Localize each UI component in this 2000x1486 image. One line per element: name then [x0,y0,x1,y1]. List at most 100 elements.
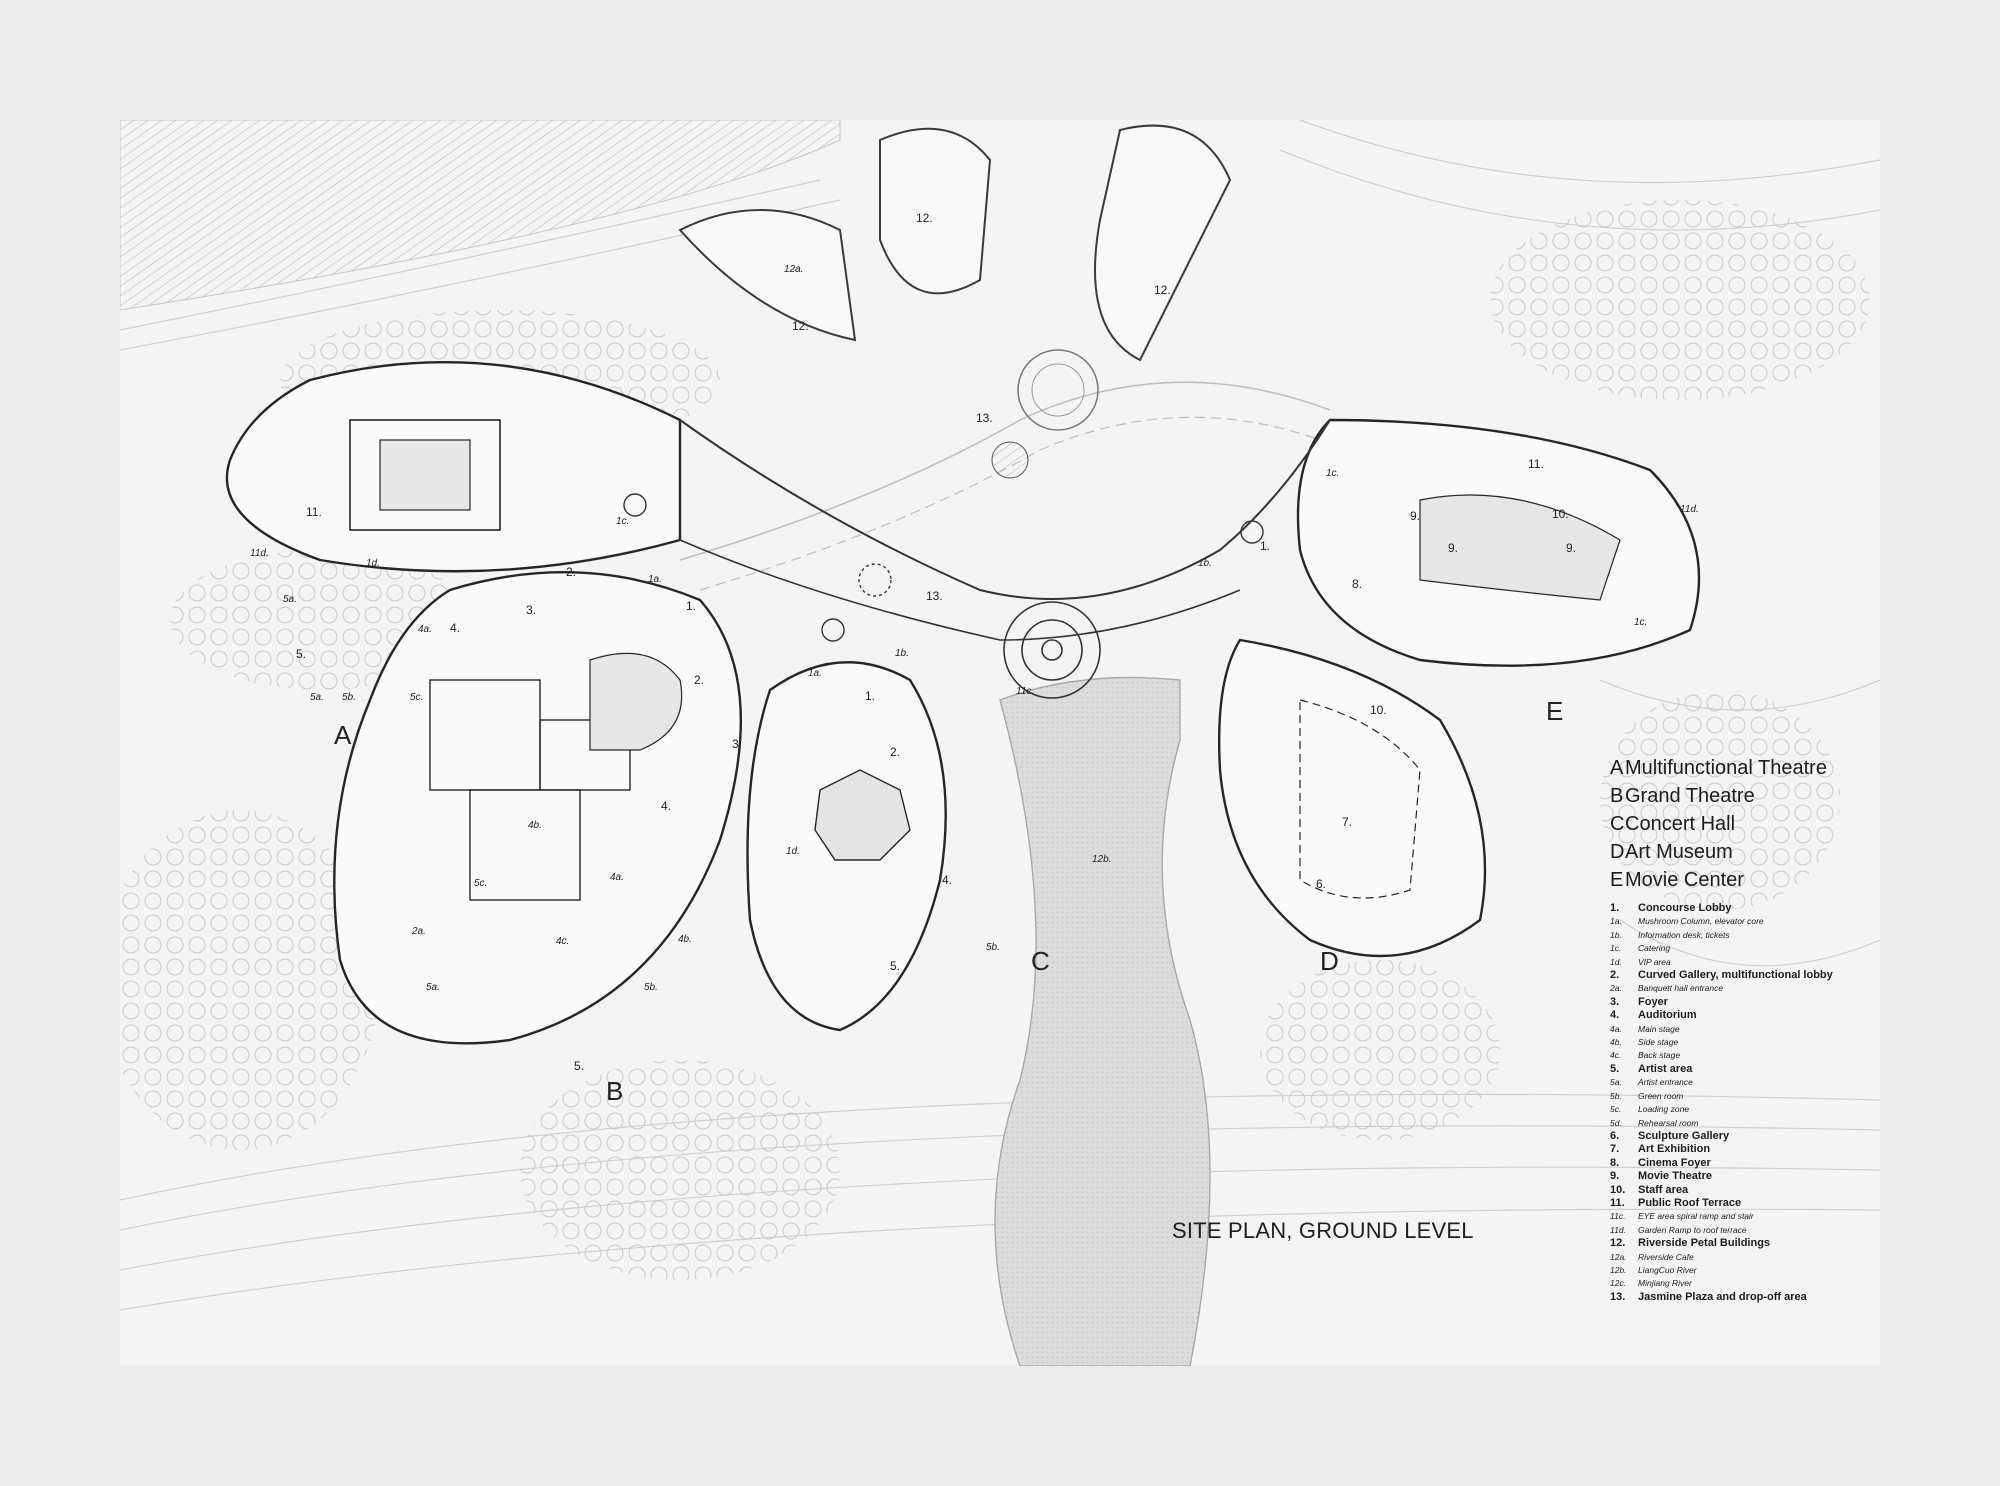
label-n4: 4. [661,799,671,813]
label-n1b: 1b. [895,648,909,659]
label-n2a: 2a. [411,926,426,937]
label-n10: 10. [1370,703,1387,717]
legend-key-text: Rehearsal room [1638,1117,1699,1128]
label-n13: 13. [976,411,993,425]
legend-key-text: Movie Theatre [1638,1170,1712,1183]
legend-key-code: 1c. [1610,943,1622,954]
legend-key-text: Sculpture Gallery [1638,1129,1730,1142]
legend-key-code: 12c. [1610,1278,1627,1289]
label-n5a: 5a. [283,594,297,605]
building-legend-name: Concert Hall [1625,813,1736,835]
legend-key-code: 12a. [1610,1251,1627,1262]
legend-key-code: 1. [1610,902,1620,914]
building-legend-letter: A [1610,757,1624,779]
label-n12: 12. [916,211,933,225]
building-c-concert-hall [746,661,947,1032]
building-legend-letter: D [1610,841,1625,863]
mushroom-columns [623,493,1264,642]
label-n12: 12. [1154,283,1171,297]
legend-key-code: 4. [1610,1009,1620,1022]
legend-key-code: 11c. [1610,1211,1626,1222]
label-n5b: 5b. [342,692,356,703]
label-n1: 1. [865,689,875,703]
legend-key-text: Concourse Lobby [1638,902,1732,914]
label-n12a: 12a. [784,264,803,275]
legend-key-code: 12. [1610,1237,1626,1250]
label-n9: 9. [1566,541,1576,555]
label-n11c: 11c. [1016,686,1034,697]
label-n1c: 1c. [1634,617,1647,628]
legend-key-text: Artist area [1638,1062,1693,1075]
label-n1d: 1d. [786,846,800,857]
legend-key-text: Staff area [1638,1183,1689,1196]
label-n12: 12. [792,319,809,333]
legend-key-code: 9. [1610,1170,1620,1183]
label-n3: 3. [732,737,742,751]
legend-key-item: 4b.Side stage [1610,1036,1870,1049]
legend-key-item: 12a. Riverside Cafe [1610,1251,1870,1264]
building-legend-item: EMovie Center [1610,866,1870,894]
legend-key-text: Public Roof Terrace [1638,1196,1742,1209]
legend-key-code: 5b. [1610,1090,1622,1101]
legend-key-text: Curved Gallery, multifunctional lobby [1638,969,1833,982]
legend-key-item: 5d. Rehearsal room [1610,1117,1870,1130]
legend-key-item: 9. Movie Theatre [1610,1170,1870,1183]
label-n5b: 5b. [986,942,1000,953]
legend-key-text: Banquett hall entrance [1638,983,1724,994]
concourse-lobby [679,419,1331,600]
legend-key-text: Cinema Foyer [1638,1156,1711,1169]
label-e: E [1546,696,1563,726]
label-n11: 11. [1528,457,1544,471]
label-n7: 7. [1342,815,1352,829]
label-n11: 11. [306,505,322,519]
label-n1b: 1b. [1198,558,1212,569]
legend-key-code: 1d. [1610,956,1622,967]
label-n5: 5. [890,959,900,973]
legend-key-code: 5. [1610,1062,1620,1075]
legend-key-item: 1. Concourse Lobby [1610,902,1870,915]
label-n9: 9. [1448,541,1458,555]
legend-key-code: 2. [1610,969,1620,982]
label-n1a: 1a. [808,668,822,679]
legend-key-text: Information desk, tickets [1638,929,1730,940]
building-legend-name: Grand Theatre [1625,785,1755,807]
building-legend-letter: C [1610,813,1625,835]
label-n2: 2. [566,565,576,579]
label-n1: 1. [686,599,696,613]
legend-key-text: Art Exhibition [1638,1143,1711,1156]
legend-key-code: 4a. [1610,1023,1622,1034]
label-n1a: 1a. [648,574,662,585]
legend-key-text: Back stage [1638,1050,1681,1061]
legend-key-text: Garden Ramp to roof terrace [1638,1224,1747,1235]
legend-key-code: 5d. [1610,1117,1622,1128]
legend-key-code: 13. [1610,1290,1626,1303]
label-n4c: 4c. [556,936,569,947]
legend-key-code: 8. [1610,1156,1620,1169]
legend-key-text: Mushroom Column, elevator core [1638,916,1764,927]
label-n5: 5. [296,647,306,661]
tree-masses [120,200,1870,1280]
building-b-grand-theatre [333,571,743,1045]
legend-key-text: Riverside Cafe [1638,1251,1694,1262]
legend-key-item: 1d.VIP area [1610,956,1870,969]
label-n12b: 12b. [1092,854,1111,865]
legend-key-text: LiangCuo River [1638,1264,1697,1275]
legend-key-item: 1b.Information desk, tickets [1610,929,1870,942]
legend-key-item: 11c. EYE area spiral ramp and stair [1610,1210,1870,1223]
label-n5a: 5a. [310,692,324,703]
legend-key-code: 2a. [1610,983,1622,994]
building-legend-name: Movie Center [1625,869,1744,891]
label-n4a: 4a. [418,624,432,635]
legend-key-item: 3.Foyer [1610,996,1870,1009]
legend-key-item: 4a.Main stage [1610,1023,1870,1036]
label-n4b: 4b. [528,820,542,831]
legend-key-text: Riverside Petal Buildings [1638,1237,1771,1250]
building-legend-item: DArt Museum [1610,838,1870,866]
building-legend-name: Multifunctional Theatre [1625,757,1827,779]
legend-key-item: 2a. Banquett hall entrance [1610,982,1870,995]
legend-key-code: 7. [1610,1143,1620,1156]
legend-key-text: EYE area spiral ramp and stair [1638,1211,1754,1222]
building-legend-item: BGrand Theatre [1610,782,1870,810]
legend-key-item: 12c.Minjiang River [1610,1277,1870,1290]
